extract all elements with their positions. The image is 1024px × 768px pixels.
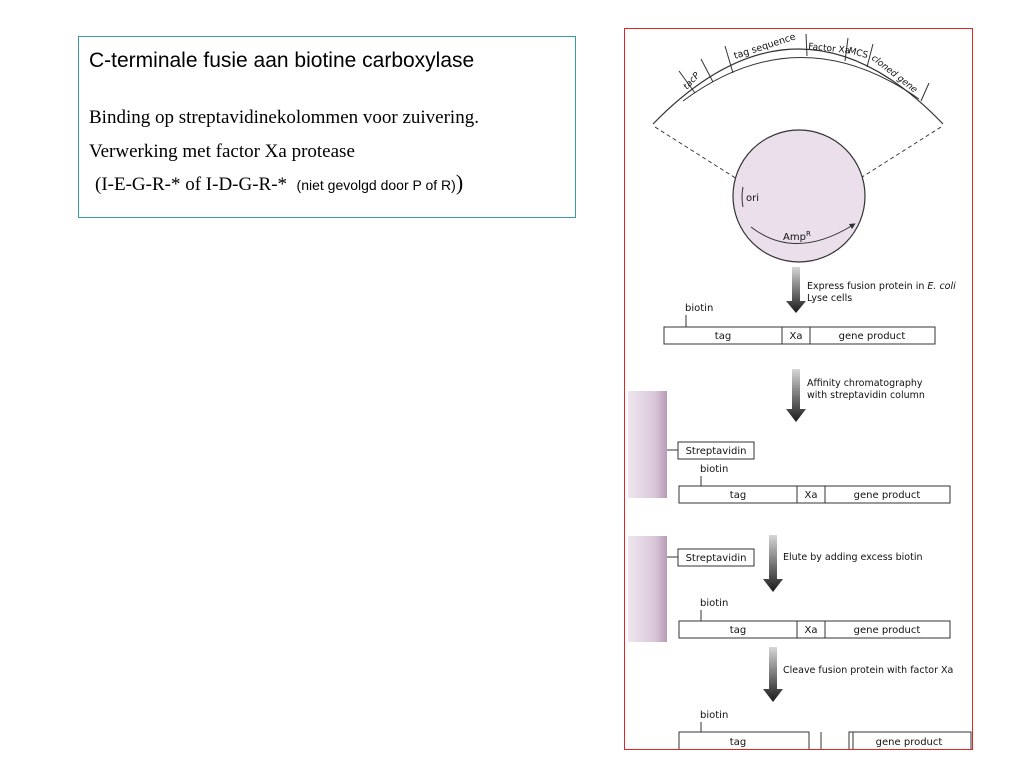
segment-divider — [700, 58, 714, 83]
bound-construct: Streptavidin biotin tag Xa gene product — [667, 441, 951, 504]
step-elute-label: Elute by adding excess biotin — [783, 552, 923, 563]
description-line-cleavage-sites: (I-E-G-R-* of I-D-G-R-* (niet gevolgd do… — [95, 170, 463, 196]
streptavidin-box — [677, 441, 755, 460]
cleavage-site-sequences: (I-E-G-R-* of I-D-G-R-* — [95, 174, 288, 195]
segment-divider — [805, 33, 808, 57]
xa-label: Xa — [805, 625, 818, 636]
dashed-guide-left — [654, 126, 738, 180]
gene-product-segment — [824, 620, 951, 639]
diagram-svg: tacP tag sequence Factor Xa MCS cloned g… — [628, 31, 972, 749]
step-cleave-label: Cleave fusion protein with factor Xa — [783, 665, 953, 676]
gene-product-label: gene product — [854, 490, 921, 501]
closing-parenthesis: ) — [455, 170, 464, 195]
description-line-processing: Verwerking met factor Xa protease — [89, 141, 355, 162]
step-arrow-icon — [763, 535, 783, 592]
step-affinity-label: Affinity chromatography — [807, 378, 923, 389]
step-express-sublabel: Lyse cells — [807, 293, 852, 304]
gene-product-label: gene product — [876, 737, 943, 748]
step-express: Express fusion protein in E. coli Lyse c… — [786, 267, 956, 313]
eluted-construct: biotin tag Xa gene product — [678, 598, 951, 639]
biotin-label: biotin — [700, 464, 728, 475]
step-cleave: Cleave fusion protein with factor Xa — [763, 647, 953, 702]
tag-label: tag — [730, 737, 746, 748]
step-express-label: Express fusion protein in E. coli — [807, 281, 956, 292]
gene-product-segment — [848, 731, 972, 749]
segment-divider — [678, 70, 696, 94]
ampr-arrow — [750, 223, 856, 244]
dashed-guide-right — [858, 126, 942, 180]
cleavage-site-note: (niet gevolgd door P of R) — [296, 177, 456, 193]
tag-label: tag — [730, 625, 746, 636]
segment-divider — [844, 37, 849, 62]
xa-label: Xa — [790, 331, 803, 342]
slide-title: C-terminale fusie aan biotine carboxylas… — [89, 49, 475, 72]
step-arrow-icon — [786, 369, 806, 422]
fusion-protein-diagram: tacP tag sequence Factor Xa MCS cloned g… — [624, 28, 973, 750]
streptavidin-label: Streptavidin — [686, 553, 747, 564]
step-arrow-icon — [763, 647, 783, 702]
xa-label: Xa — [805, 490, 818, 501]
plasmid-circle — [732, 129, 866, 263]
step-elute: Elute by adding excess biotin — [763, 535, 923, 592]
biotin-label: biotin — [700, 598, 728, 609]
segment-divider — [724, 45, 734, 74]
gene-product-label: gene product — [839, 331, 906, 342]
fusion-construct-1: biotin tag Xa gene product — [663, 303, 936, 345]
streptavidin-column — [628, 536, 667, 642]
eluted-streptavidin: Streptavidin — [667, 548, 755, 567]
segment-divider — [866, 43, 874, 68]
gene-product-segment — [809, 326, 936, 345]
streptavidin-box — [677, 548, 755, 567]
biotin-label: biotin — [685, 303, 713, 314]
step-affinity-sublabel: with streptavidin column — [807, 390, 925, 401]
segment-factor-xa: Factor Xa — [808, 42, 851, 56]
gene-product-label: gene product — [854, 625, 921, 636]
plasmid-map: tacP tag sequence Factor Xa MCS cloned g… — [652, 31, 944, 263]
description-line-binding: Binding op streptavidinekolommen voor zu… — [89, 107, 479, 128]
tag-label: tag — [730, 490, 746, 501]
ori-label: ori — [746, 193, 759, 204]
step-arrow-icon — [786, 267, 806, 313]
biotin-label: biotin — [700, 710, 728, 721]
streptavidin-label: Streptavidin — [686, 446, 747, 457]
segment-divider — [920, 82, 930, 102]
segment-tag-sequence: tag sequence — [733, 31, 798, 61]
ori-marker — [741, 186, 744, 208]
gene-product-segment — [824, 485, 951, 504]
ampr-label: AmpR — [783, 230, 811, 243]
tag-label: tag — [715, 331, 731, 342]
step-affinity: Affinity chromatography with streptavidi… — [786, 369, 925, 422]
cleaved-products: biotin tag gene product — [678, 710, 972, 749]
streptavidin-column — [628, 391, 667, 498]
description-box: C-terminale fusie aan biotine carboxylas… — [78, 36, 576, 218]
